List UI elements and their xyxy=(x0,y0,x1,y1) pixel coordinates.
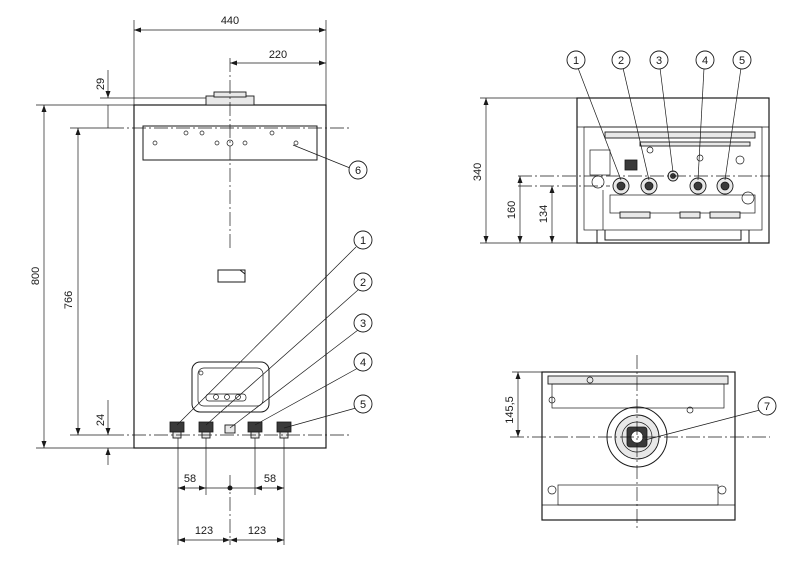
control-panel-outer xyxy=(191,361,270,413)
front-callout-3: 3 xyxy=(353,313,373,333)
dim-24: 24 xyxy=(95,414,107,426)
dim-134: 134 xyxy=(538,205,550,223)
front-callout-6: 6 xyxy=(348,160,368,180)
svg-text:4: 4 xyxy=(360,357,366,369)
front-view: 440 220 29 800 766 24 58 58 123 123 1 2 … xyxy=(30,15,373,545)
rear-callout-3: 3 xyxy=(649,50,669,70)
top-view: 145,5 7 xyxy=(504,355,777,530)
svg-text:1: 1 xyxy=(573,55,579,67)
dim-800: 800 xyxy=(30,267,42,285)
dim-123-right: 123 xyxy=(248,525,266,537)
svg-text:5: 5 xyxy=(360,399,366,411)
svg-text:2: 2 xyxy=(360,277,366,289)
svg-text:1: 1 xyxy=(360,235,366,247)
svg-text:7: 7 xyxy=(764,401,770,413)
rear-callout-5: 5 xyxy=(732,50,752,70)
svg-text:5: 5 xyxy=(739,55,745,67)
svg-text:2: 2 xyxy=(618,55,624,67)
svg-text:3: 3 xyxy=(656,55,662,67)
dim-220: 220 xyxy=(269,49,287,61)
front-callout-2: 2 xyxy=(353,272,373,292)
control-knobs xyxy=(198,370,247,402)
rear-internals xyxy=(589,131,756,230)
control-panel-inner xyxy=(197,367,264,407)
dim-145-5: 145,5 xyxy=(504,396,516,424)
dim-58-left: 58 xyxy=(184,473,196,485)
front-casing xyxy=(133,104,327,449)
dim-440: 440 xyxy=(221,15,239,27)
svg-text:3: 3 xyxy=(360,318,366,330)
bracket-holes xyxy=(152,130,299,147)
dim-766: 766 xyxy=(63,291,75,309)
dim-123-left: 123 xyxy=(195,525,213,537)
dim-340: 340 xyxy=(472,163,484,181)
front-callout-4: 4 xyxy=(353,352,373,372)
rear-callout-2: 2 xyxy=(611,50,631,70)
top-callout-7: 7 xyxy=(757,396,777,416)
svg-text:4: 4 xyxy=(702,55,708,67)
rear-callout-4: 4 xyxy=(695,50,715,70)
front-callout-1: 1 xyxy=(353,230,373,250)
dim-160: 160 xyxy=(506,201,518,219)
svg-text:6: 6 xyxy=(355,165,361,177)
dim-29: 29 xyxy=(95,78,107,90)
logo-badge xyxy=(217,269,246,283)
rear-view: 340 160 134 1 2 3 4 5 xyxy=(472,50,770,244)
dim-58-right: 58 xyxy=(264,473,276,485)
front-callout-5: 5 xyxy=(353,394,373,414)
rear-callout-1: 1 xyxy=(566,50,586,70)
